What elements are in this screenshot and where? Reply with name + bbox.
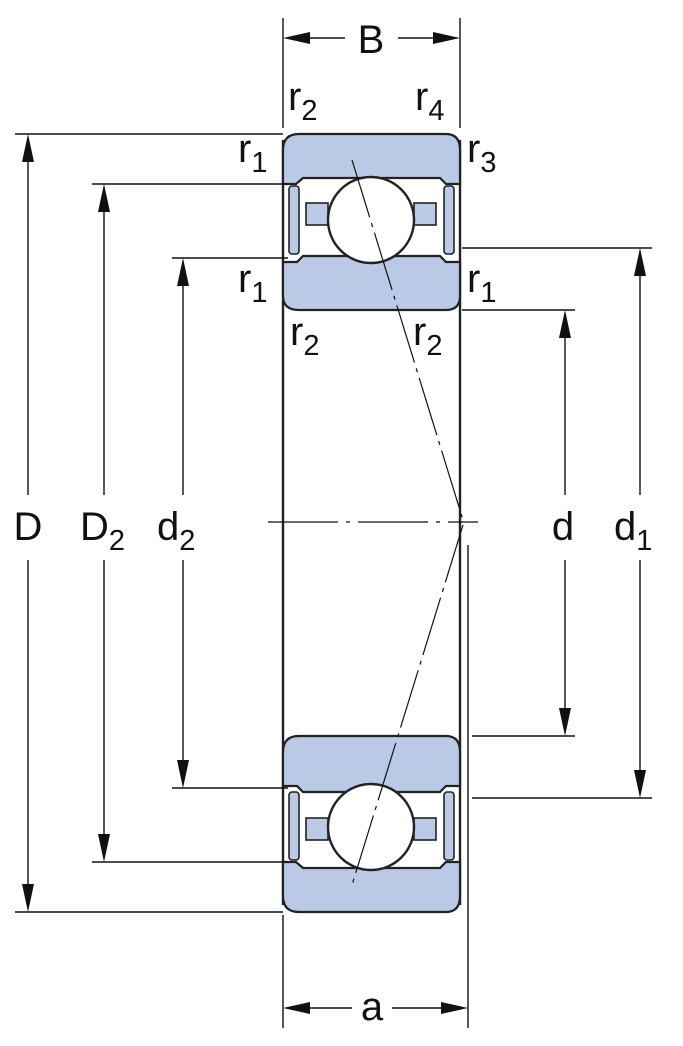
lower-cage-left [305,817,329,841]
label-d2: d2 [157,505,195,557]
lower-contact-line [351,524,464,886]
upper-cross-section [281,132,462,312]
label-B: B [358,18,385,62]
lower-ball [326,782,416,872]
upper-cage-left [305,202,329,226]
label-D: D [14,505,43,549]
dimension-d1: d1 [462,247,652,799]
contact-lines [268,159,478,886]
label-d: d [552,505,574,549]
label-r1-mid-left: r1 [238,257,267,309]
label-D2: D2 [80,505,125,557]
upper-contact-line [351,159,464,521]
lower-outer-ring [281,860,462,914]
lower-seal-left [288,791,300,861]
upper-inner-ring [281,254,462,312]
radius-labels: r2 r4 r1 r3 r1 r1 r2 r2 [238,75,496,362]
lower-seal-right [443,791,455,861]
label-d1: d1 [614,505,652,557]
label-a: a [361,985,384,1029]
upper-seal-right [443,185,455,255]
dimension-D2: D2 [80,183,288,863]
label-r1-upper-left: r1 [238,127,267,179]
dimension-d: d [462,309,575,737]
dimension-d2: d2 [157,257,288,789]
label-r1-mid-right: r1 [467,257,496,309]
label-r2-bottom-left: r2 [290,310,319,362]
label-r4-top-right: r4 [415,75,444,127]
label-r3-upper-right: r3 [467,127,496,179]
upper-outer-ring [281,132,462,186]
upper-cage-right [413,202,437,226]
lower-cross-section [281,734,462,914]
dimension-B: B [282,18,461,128]
upper-ball [326,175,416,265]
label-r2-top-left: r2 [288,75,317,127]
dimension-D: D [14,133,283,913]
upper-seal-left [288,185,300,255]
lower-inner-ring [281,734,462,794]
lower-cage-right [413,817,437,841]
label-r2-bottom-right: r2 [413,310,442,362]
dimension-a: a [282,545,469,1029]
